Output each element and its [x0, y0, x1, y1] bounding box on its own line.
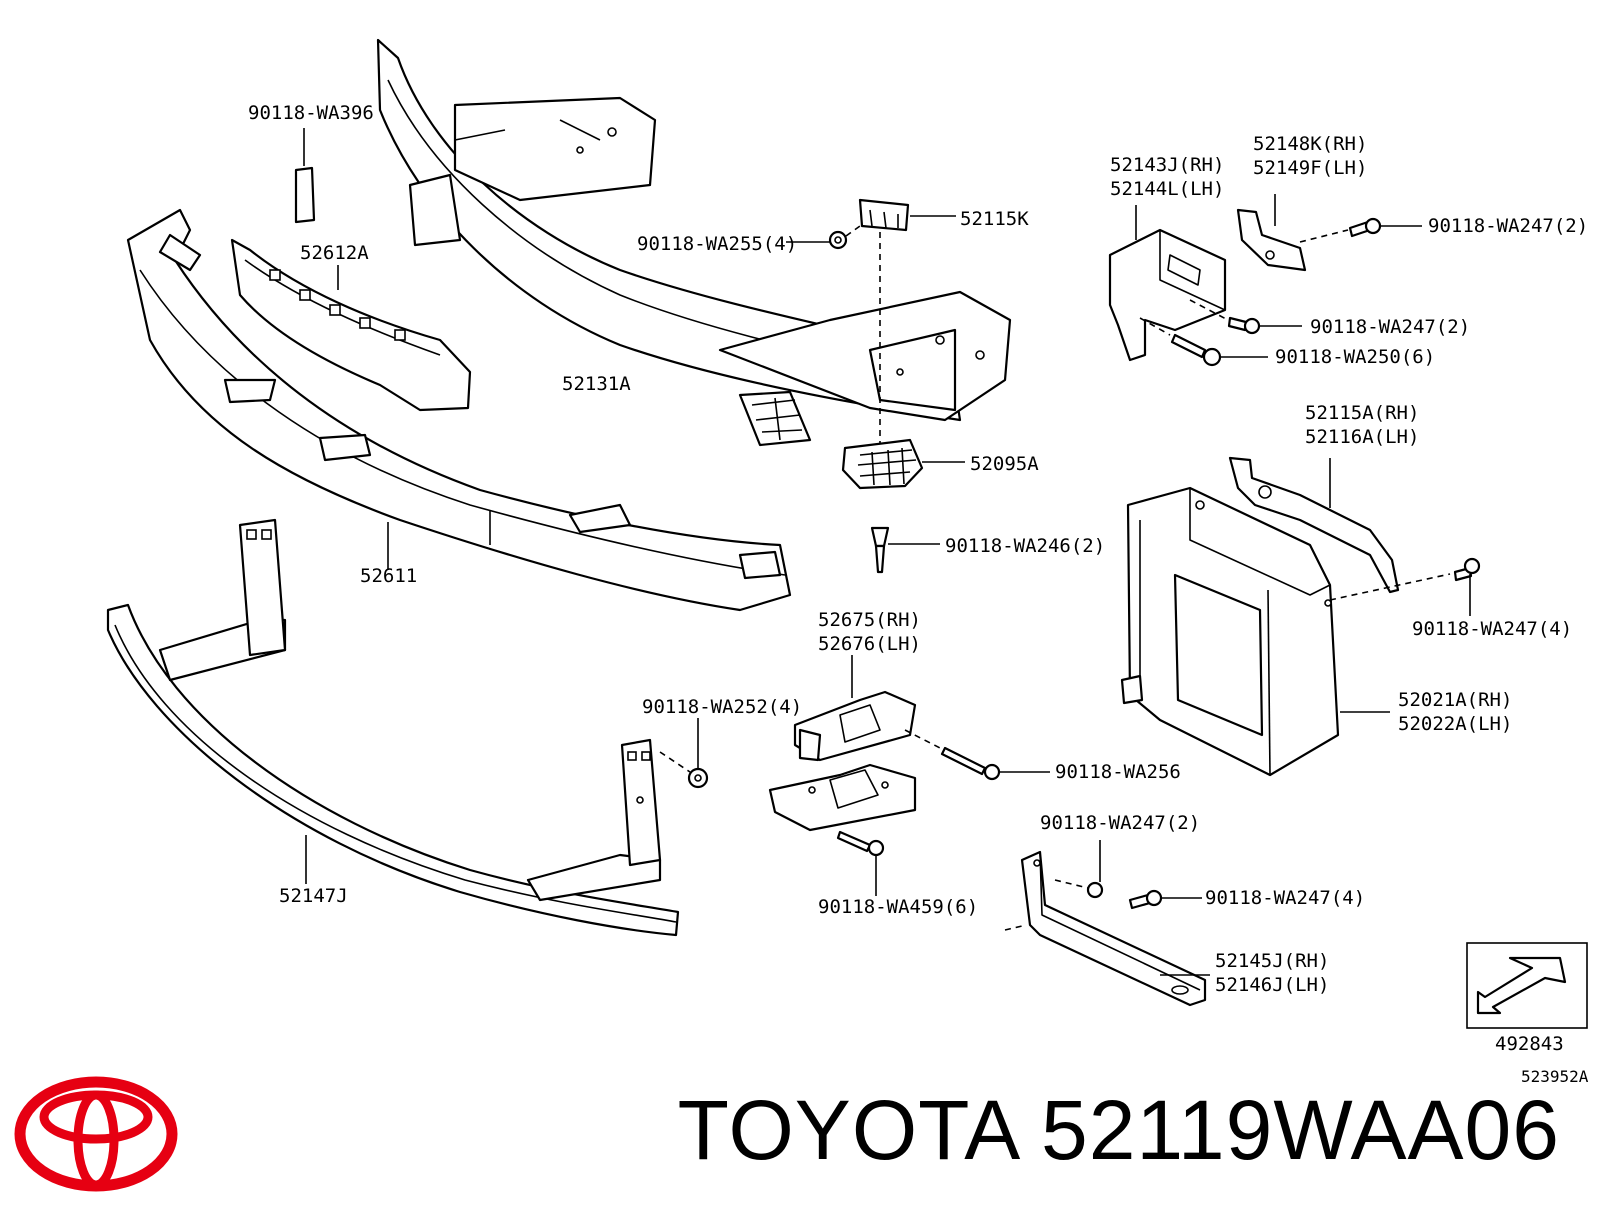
label-52145J: 52145J(RH)	[1215, 950, 1329, 972]
label-90118-WA246: 90118-WA246(2)	[945, 535, 1105, 557]
label-52611: 52611	[360, 565, 417, 587]
bolt-90118-WA247-d	[1054, 840, 1104, 899]
front-direction-arrow-icon	[1466, 942, 1588, 1029]
absorber-52611	[126, 208, 792, 612]
label-52612A: 52612A	[300, 242, 369, 264]
label-90118-WA252: 90118-WA252(4)	[642, 696, 802, 718]
bolt-90118-WA256	[904, 729, 1050, 781]
bracket-52145J-52146J	[1004, 850, 1210, 1007]
label-52676: 52676(LH)	[818, 633, 921, 655]
label-52146J: 52146J(LH)	[1215, 974, 1329, 996]
label-ref-492843: 492843	[1495, 1033, 1564, 1055]
label-90118-WA247-b: 90118-WA247(2)	[1310, 316, 1470, 338]
label-52116A: 52116A(LH)	[1305, 426, 1419, 448]
part-number: 52119WAA06	[1040, 1083, 1560, 1177]
label-52115K: 52115K	[960, 208, 1029, 230]
label-90118-WA247-a: 90118-WA247(2)	[1428, 215, 1588, 237]
label-52021A: 52021A(RH)	[1398, 689, 1512, 711]
bracket-52148K-52149F	[1236, 194, 1307, 272]
label-52144L: 52144L(LH)	[1110, 178, 1224, 200]
bracket-52115K	[858, 198, 956, 450]
label-52147J: 52147J	[279, 885, 348, 907]
bolt-90118-WA247-e	[1128, 889, 1202, 910]
bolt-90118-WA247-c	[1329, 557, 1481, 616]
lower-reinforcement-52147J	[106, 518, 680, 937]
bolt-90118-WA247-a	[1299, 217, 1422, 243]
bolt-90118-WA255	[786, 225, 861, 250]
bracket-52143J-52144L	[1108, 205, 1227, 362]
label-52149F: 52149F(LH)	[1253, 157, 1367, 179]
clip-90118-WA246	[870, 526, 940, 574]
label-52095A: 52095A	[970, 453, 1039, 475]
bracket-52115A-52116A	[1228, 456, 1400, 594]
pad-52095A	[841, 438, 965, 490]
label-52143J: 52143J(RH)	[1110, 154, 1224, 176]
bolt-90118-WA247-b	[1189, 299, 1302, 335]
support-52021A-52022A	[1120, 486, 1390, 777]
label-90118-WA459: 90118-WA459(6)	[818, 896, 978, 918]
upper-reinforcement-52131A	[376, 38, 1012, 447]
label-52131A: 52131A	[562, 373, 631, 395]
bracket-52675-52676	[768, 655, 917, 832]
bolt-90118-WA459	[836, 830, 885, 896]
label-90118-WA396: 90118-WA396	[248, 102, 374, 124]
label-52148K: 52148K(RH)	[1253, 133, 1367, 155]
label-90118-WA255: 90118-WA255(4)	[637, 233, 797, 255]
callout-labels: 90118-WA396 52612A 52131A 52611 52147J 9…	[248, 102, 1589, 1086]
toyota-logo-icon	[14, 1076, 178, 1192]
label-90118-WA247-c: 90118-WA247(4)	[1412, 618, 1572, 640]
bolt-90118-WA252	[659, 718, 709, 789]
label-52675: 52675(RH)	[818, 609, 921, 631]
label-90118-WA256: 90118-WA256	[1055, 761, 1181, 783]
retainer-52612A	[230, 238, 472, 412]
label-52115A: 52115A(RH)	[1305, 402, 1419, 424]
label-52022A: 52022A(LH)	[1398, 713, 1512, 735]
brand-name: TOYOTA	[677, 1083, 1017, 1177]
label-ref-523952A: 523952A	[1521, 1067, 1589, 1086]
label-90118-WA247-e: 90118-WA247(4)	[1205, 887, 1365, 909]
seal-90118-WA396	[294, 128, 316, 224]
label-90118-WA250: 90118-WA250(6)	[1275, 346, 1435, 368]
label-90118-WA247-d: 90118-WA247(2)	[1040, 812, 1200, 834]
bolt-90118-WA250	[1139, 317, 1268, 367]
product-title: TOYOTA 52119WAA06	[678, 1082, 1560, 1179]
